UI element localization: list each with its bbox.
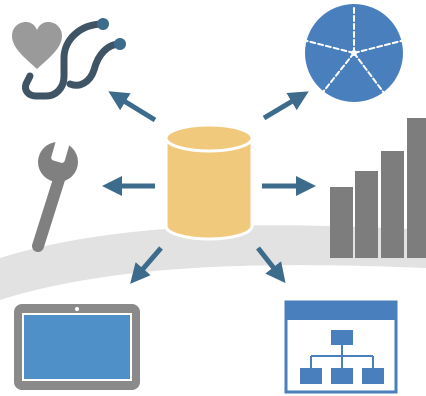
arrow-down-left — [130, 246, 163, 284]
tablet-icon — [14, 304, 140, 390]
arrow-up-right — [262, 91, 309, 121]
heart-icon — [12, 22, 62, 69]
wrench-icon — [32, 131, 78, 252]
arrow-up-left — [108, 91, 157, 123]
bar-chart-icon — [330, 118, 426, 258]
stethoscope-icon — [22, 18, 126, 100]
bar-1 — [330, 187, 353, 258]
database-icon — [164, 123, 254, 241]
bar-4 — [407, 118, 426, 258]
bar-2 — [355, 171, 378, 258]
pie-chart-icon — [305, 4, 403, 102]
org-chart-window-icon — [284, 300, 398, 394]
bar-3 — [381, 151, 404, 258]
arrow-down-right — [256, 246, 286, 284]
background-swoosh — [0, 225, 426, 300]
